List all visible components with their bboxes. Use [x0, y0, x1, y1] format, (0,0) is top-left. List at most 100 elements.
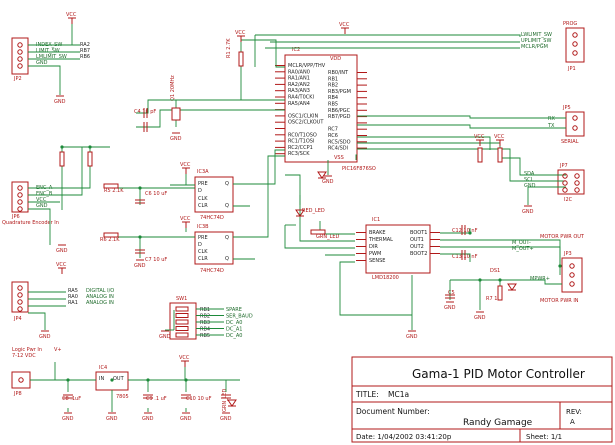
connector-pin — [17, 206, 23, 212]
component-labels: R5 2.1K R6 2.1K R1 2.7K C6 10 uF C7 10 u… — [62, 38, 501, 412]
connector-pin — [17, 63, 23, 69]
c8-label: C8 .1uF — [62, 396, 81, 402]
connector-pin — [562, 173, 568, 179]
ic3a-pin-qn: Q — [225, 203, 229, 209]
revision-label: REV: — [566, 408, 582, 416]
ic2-microcontroller: IC2 VDD VSS PIC16F876SO MCLR/VPP/THVRA0/… — [275, 47, 376, 172]
connector-pin — [569, 272, 575, 278]
resistor-r5 — [103, 183, 119, 189]
r5-label: R5 2.1K — [104, 188, 124, 194]
revision-value: A — [570, 418, 575, 426]
wire — [357, 136, 491, 150]
wire — [285, 174, 355, 242]
c5-label: C5 — [448, 290, 455, 296]
ic3a-pin-clk: CLK — [198, 196, 208, 202]
ic1-part: LMD18200 — [372, 275, 399, 281]
ic3b-pin-q: Q — [225, 235, 229, 241]
ic2-part: PIC16F876SO — [342, 166, 376, 172]
wire — [241, 39, 285, 68]
ic3b-ref: IC3B — [197, 224, 209, 230]
ic2-pin-right: RB2 — [328, 83, 338, 89]
dip-switch-net: SPARE — [226, 307, 242, 313]
jp4-ref: JP4 — [13, 316, 22, 322]
wire — [339, 261, 412, 316]
connector-pin — [17, 306, 23, 312]
logic-title: Logic Pwr In — [12, 347, 42, 353]
serial-net-rx: RX — [548, 116, 555, 122]
ic2-pin-left: RA0/AN0 — [288, 69, 310, 75]
led-ds1 — [507, 283, 517, 291]
vcc-label: VCC — [56, 262, 67, 268]
ic2-pin-left: RA2/AN2 — [288, 82, 310, 88]
ground-label: GND — [159, 334, 171, 340]
wire — [450, 279, 562, 285]
ic3a-pin-clr: CLR — [198, 203, 208, 209]
motor-out-net-plus: M_OUT+ — [512, 246, 534, 252]
ic3b-pin-qn: Q — [225, 256, 229, 262]
vcc-label: VCC — [66, 12, 77, 18]
ic4-ref: IC4 — [99, 365, 107, 371]
i2c-title: I2C — [564, 197, 573, 203]
connector-pin — [17, 42, 23, 48]
wire — [28, 65, 61, 95]
ic1-pin-right: OUT1 — [410, 237, 424, 243]
connector-pin — [572, 125, 578, 131]
sw1-ref: SW1 — [176, 296, 187, 302]
wire — [28, 208, 51, 245]
ic2-pin-right: RB4 — [328, 95, 338, 101]
title-value: MC1a — [388, 390, 409, 399]
ic2-pin-right: RC5/SDO — [328, 139, 351, 145]
ground-label: GND — [62, 416, 74, 422]
serial-title: SERIAL — [561, 139, 579, 145]
wire — [357, 142, 566, 176]
ic3a-pin-q: Q — [225, 181, 229, 187]
wire — [28, 312, 46, 330]
i2c-net-sda: SDA — [524, 171, 535, 177]
jp2-pin-rb6: RB6 — [80, 54, 90, 60]
jp4-net-analog1: ANALOG IN — [86, 294, 114, 300]
vcc-label: VCC — [179, 355, 190, 361]
vcc-label: VCC — [180, 216, 191, 222]
ic3a-pin-pre: PRE — [198, 181, 208, 187]
resistor-r9 — [497, 147, 503, 163]
connector-motor-out: JP3 MOTOR PWR OUT M_OUT- M_OUT+ — [512, 234, 585, 293]
dip-switch-pin: RB1 — [200, 307, 210, 313]
connector-logic-power: JP8 Logic Pwr In 7-12 VDC V+ — [11, 347, 62, 397]
connector-serial: JP5 SERIAL RX TX — [547, 105, 585, 145]
motor-out-net-minus: M_OUT- — [512, 240, 531, 246]
sheet-field: Sheet: 1/1 — [526, 433, 562, 441]
jp2-pin-ra2: RA2 — [80, 42, 90, 48]
c10-label: C10 10 uF — [186, 396, 212, 402]
led-green-power — [227, 399, 237, 407]
connector-prog: PROG JP1 LWLIMIT_SW UPLIMIT_SW MCLR/PGM — [521, 21, 585, 72]
led-red-label: RED_LED — [302, 208, 325, 214]
encoder-net-vcc: VCC — [36, 197, 47, 203]
jp4-pin-ra0: RA0 — [68, 294, 78, 300]
ic3b-part: 74HC74D — [200, 268, 224, 274]
connector-pin — [574, 173, 580, 179]
dip-switch-net: DC_A0 — [226, 320, 242, 326]
ic4-part: 7805 — [116, 394, 129, 400]
vcc-label: VCC — [180, 162, 191, 168]
ground-label: GND — [180, 416, 192, 422]
motor-out-title: MOTOR PWR OUT — [540, 234, 585, 240]
title-block: Gama-1 PID Motor Controller TITLE: MC1a … — [351, 356, 613, 443]
dip-switch-toggle — [175, 319, 189, 325]
dip-switch-pin: RB5 — [200, 333, 210, 339]
connector-pin — [572, 115, 578, 121]
connector-pin — [572, 41, 578, 47]
r6-label: R6 2.1K — [100, 237, 120, 243]
ic3b-flip-flop: IC3B 74HC74D PRE D CLK CLR Q Q — [194, 224, 234, 274]
connector-pin — [572, 50, 578, 56]
encoder-ref: JP6 — [11, 214, 20, 220]
c4-label: C4 10 pF — [134, 109, 156, 115]
dip-switch-net: DC_A1 — [226, 327, 242, 333]
dip-switch-net: DC_A0 — [226, 333, 242, 339]
logic-ref: JP8 — [13, 391, 22, 397]
ic1-pin-left: DIR — [369, 244, 378, 250]
connector-jp4: JP4 RA5 RA0 RA1 DIGITAL I/O ANALOG IN AN… — [11, 281, 114, 322]
